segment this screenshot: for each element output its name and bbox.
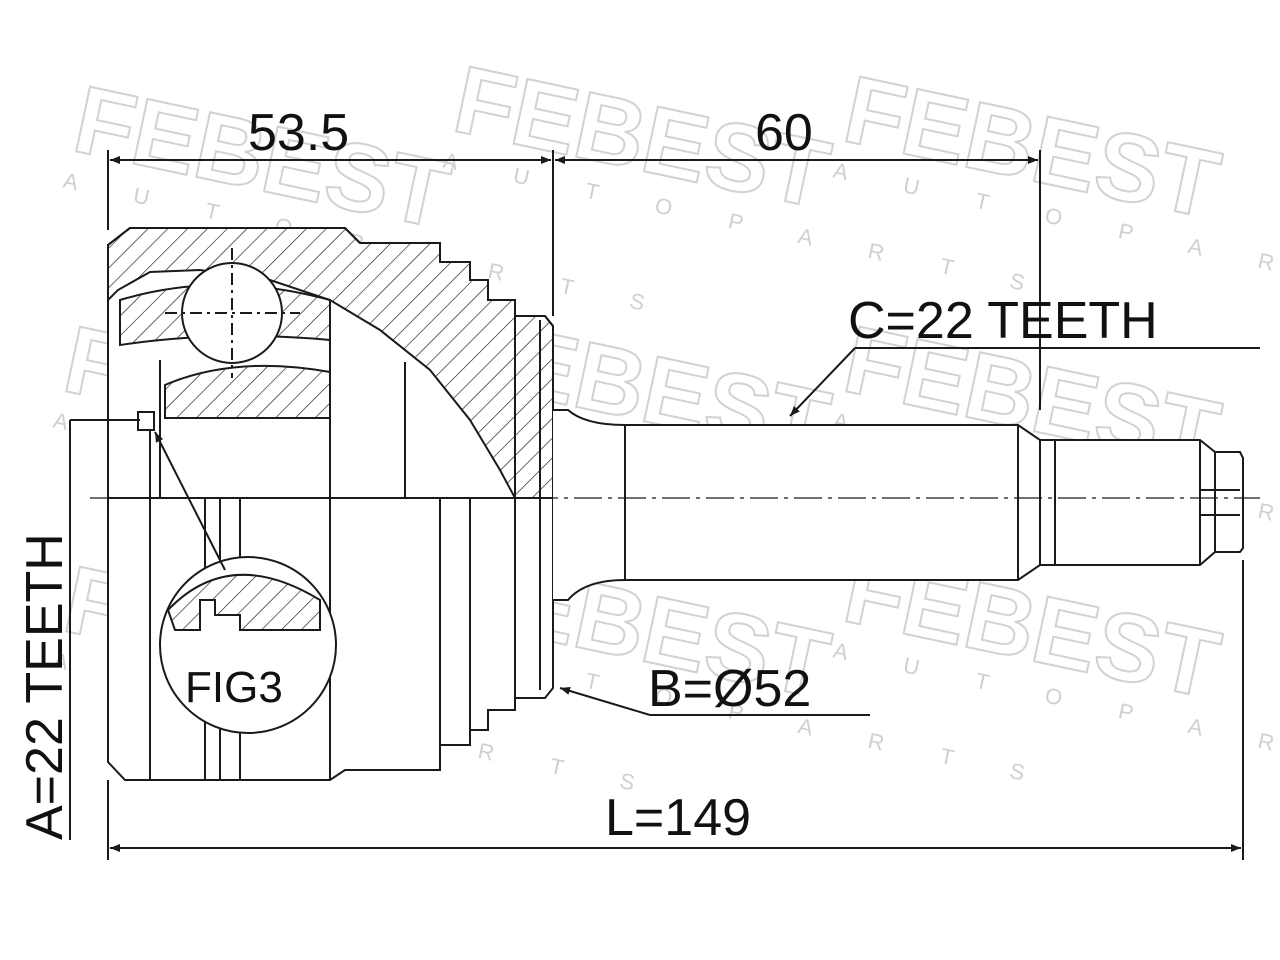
- teeth-a-label: A=22 TEETH: [16, 533, 74, 840]
- outer-housing: [107, 227, 554, 781]
- dimension-outer-length: [107, 150, 554, 316]
- diameter-b-callout: [559, 687, 870, 716]
- ball-bearing: [165, 248, 300, 378]
- dimension-53-5-label: 53.5: [248, 104, 349, 162]
- dimension-total-label: L=149: [605, 789, 751, 847]
- shaft: [553, 409, 1244, 601]
- teeth-c-label: C=22 TEETH: [848, 292, 1158, 350]
- teeth-c-callout: [789, 347, 1260, 417]
- dimension-60-label: 60: [755, 104, 813, 162]
- fig3-label: FIG3: [185, 663, 283, 712]
- fig3-detail: [159, 556, 337, 734]
- dimension-total-length: [107, 560, 1244, 860]
- diameter-b-label: B=Ø52: [648, 660, 811, 718]
- dimension-shaft-length: [555, 150, 1041, 410]
- circlip-leader: [69, 411, 226, 840]
